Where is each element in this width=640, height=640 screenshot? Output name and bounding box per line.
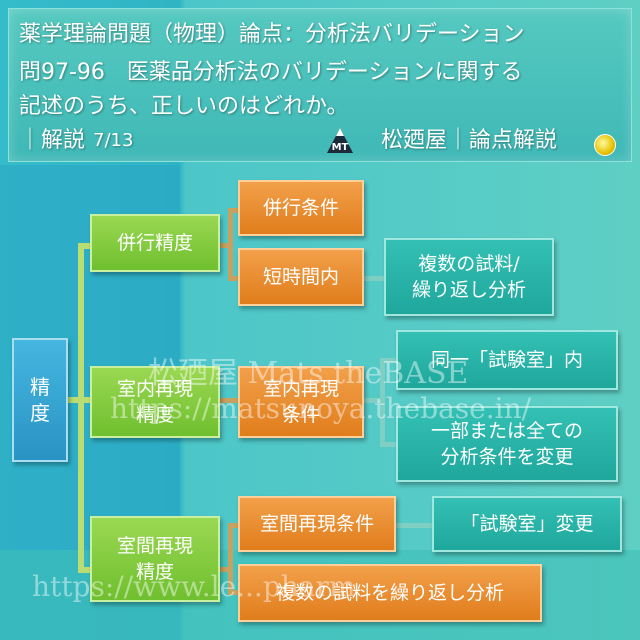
connector xyxy=(218,243,232,248)
node-change-laboratory: 「試験室」変更 xyxy=(432,496,622,552)
connector xyxy=(228,523,240,528)
node-reproducibility: 室間再現 精度 xyxy=(90,516,220,602)
page-number: 7/13 xyxy=(93,130,134,151)
connector xyxy=(228,208,240,213)
node-repeat-analysis: 複数の試料を繰り返し分析 xyxy=(238,564,542,622)
node-multiple-samples: 複数の試料/ 繰り返し分析 xyxy=(384,238,554,316)
header-panel: 薬学理論問題（物理）論点：分析法バリデーション 問97-96 医薬品分析法のバリ… xyxy=(8,8,632,162)
watermark-brand: 松廼屋 Mats.theBASE xyxy=(148,356,469,391)
connector xyxy=(78,567,92,573)
connector xyxy=(78,243,92,249)
connector xyxy=(380,442,398,447)
section-text: ｜解説 xyxy=(19,128,86,153)
brand-label: 松廼屋｜論点解説 xyxy=(380,128,557,153)
connector xyxy=(228,523,233,593)
section-label: ｜解説 7/13 xyxy=(19,127,133,155)
title-line-3: 記述のうち、正しいのはどれか。 xyxy=(19,94,349,119)
node-short-time: 短時間内 xyxy=(238,248,364,306)
node-same-laboratory: 同一「試験室」内 xyxy=(396,330,618,390)
connector xyxy=(218,567,232,572)
node-intermediate-condition: 室内再現 条件 xyxy=(238,366,364,438)
title-line-1: 薬学理論問題（物理）論点：分析法バリデーション xyxy=(19,22,525,47)
connector xyxy=(380,358,385,446)
node-intermediate-precision: 室内再現 精度 xyxy=(90,366,220,438)
connector xyxy=(228,276,240,281)
watermark-url: https://www.le...pharm xyxy=(32,570,356,603)
connector xyxy=(362,398,384,403)
title-line-2: 問97-96 医薬品分析法のバリデーションに関する xyxy=(19,60,523,85)
connector xyxy=(78,243,84,573)
node-repeatability: 併行精度 xyxy=(90,214,220,272)
connector xyxy=(218,398,240,403)
connector xyxy=(228,208,233,280)
connector xyxy=(380,358,398,363)
coin-icon xyxy=(594,134,616,156)
root-node-precision: 精 度 xyxy=(12,338,68,462)
connector xyxy=(396,523,432,528)
logo-text: MT xyxy=(332,142,349,153)
connector xyxy=(228,590,240,595)
watermark-url: https://matsunoya.thebase.in/ xyxy=(110,392,532,425)
connector xyxy=(60,397,82,403)
mt-logo-icon: MT xyxy=(327,128,353,153)
node-repeatability-condition: 併行条件 xyxy=(238,180,364,236)
node-reproducibility-condition: 室間再現条件 xyxy=(238,496,396,552)
connector xyxy=(362,276,384,281)
node-change-conditions: 一部または全ての 分析条件を変更 xyxy=(396,406,618,482)
connector xyxy=(78,397,92,403)
